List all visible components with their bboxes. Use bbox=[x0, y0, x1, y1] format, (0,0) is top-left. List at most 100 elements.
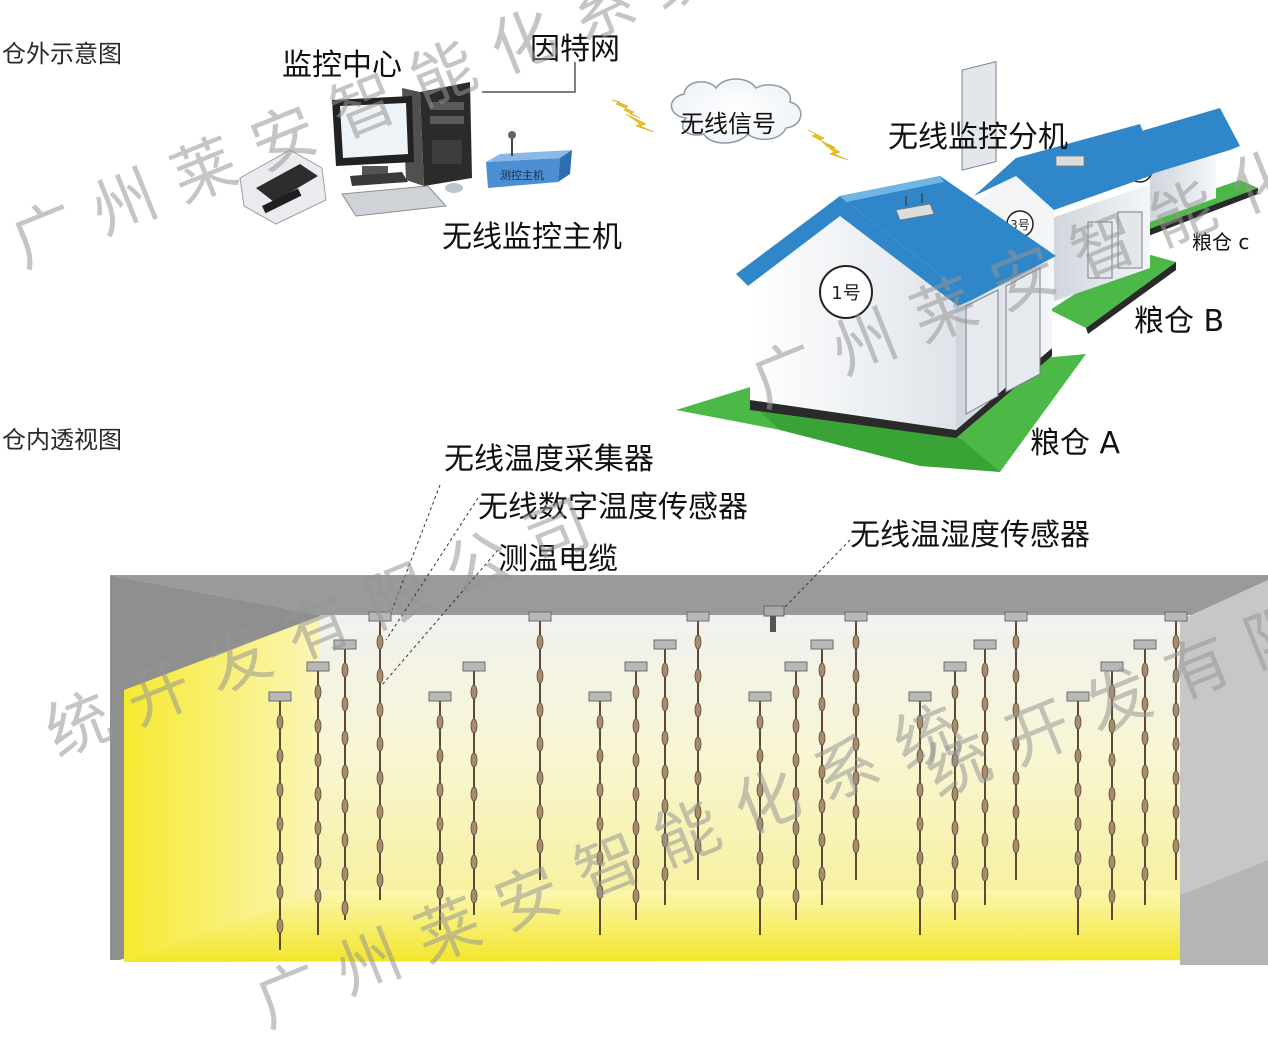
digital-temperature-sensor bbox=[1074, 884, 1082, 900]
digital-temperature-sensor bbox=[818, 662, 826, 678]
granary-a-roof-front bbox=[736, 196, 972, 306]
digital-temperature-sensor bbox=[376, 634, 384, 650]
digital-temperature-sensor bbox=[818, 696, 826, 712]
digital-temperature-sensor bbox=[1141, 764, 1149, 780]
digital-temperature-sensor bbox=[951, 820, 959, 836]
granary-b-label: 粮仓 B bbox=[1134, 304, 1225, 339]
digital-temperature-sensor bbox=[1012, 804, 1020, 820]
temperature-collector bbox=[1066, 691, 1090, 702]
callout-humidity-sensor bbox=[783, 539, 851, 609]
temperature-cables bbox=[268, 605, 1188, 950]
digital-temperature-sensor bbox=[818, 730, 826, 746]
digital-temperature-sensor bbox=[916, 850, 924, 866]
digital-temperature-sensor bbox=[792, 752, 800, 768]
internet-label: 因特网 bbox=[530, 32, 620, 67]
digital-temperature-sensor bbox=[792, 718, 800, 734]
host-box: 测控主机 bbox=[486, 131, 572, 188]
digital-temperature-sensor bbox=[436, 884, 444, 900]
digital-temperature-sensor bbox=[376, 838, 384, 854]
digital-temperature-sensor bbox=[694, 702, 702, 718]
digital-temperature-sensor bbox=[436, 714, 444, 730]
digital-temperature-sensor bbox=[756, 782, 764, 798]
temperature-collector bbox=[306, 661, 330, 672]
digital-temperature-sensor bbox=[1172, 770, 1180, 786]
digital-temperature-sensor bbox=[694, 804, 702, 820]
digital-temperature-sensor bbox=[694, 634, 702, 650]
digital-temperature-sensor bbox=[536, 668, 544, 684]
digital-temperature-sensor bbox=[536, 702, 544, 718]
granary-a: 1号 bbox=[676, 61, 1086, 472]
interior-box bbox=[110, 575, 1268, 965]
digital-temperature-sensor bbox=[756, 748, 764, 764]
temperature-collector bbox=[588, 691, 612, 702]
digital-temperature-sensor bbox=[632, 820, 640, 836]
digital-temperature-sensor bbox=[1074, 714, 1082, 730]
digital-temperature-sensor bbox=[1012, 838, 1020, 854]
temperature-collector bbox=[908, 691, 932, 702]
digital-temperature-sensor bbox=[1108, 684, 1116, 700]
host-box-text: 测控主机 bbox=[500, 168, 544, 182]
humidity-sensor-device bbox=[763, 605, 785, 617]
temperature-collector bbox=[1100, 661, 1124, 672]
temperature-collector bbox=[653, 639, 677, 650]
digital-temperature-sensor bbox=[981, 764, 989, 780]
digital-temperature-sensor bbox=[536, 736, 544, 752]
digital-temperature-sensor bbox=[661, 730, 669, 746]
digital-temperature-sensor bbox=[981, 866, 989, 882]
digital-temperature-sensor bbox=[470, 820, 478, 836]
digital-temperature-sensor bbox=[314, 854, 322, 870]
digital-temperature-sensor bbox=[632, 752, 640, 768]
digital-temperature-sensor bbox=[916, 884, 924, 900]
collector-label: 无线温度采集器 bbox=[444, 442, 654, 477]
pc-tower bbox=[420, 82, 472, 186]
granary-a-label: 粮仓 A bbox=[1030, 426, 1121, 461]
interior-top-edge bbox=[110, 575, 1268, 615]
digital-temperature-sensor bbox=[916, 748, 924, 764]
humidity-sensor-probe bbox=[770, 616, 776, 632]
digital-temperature-sensor bbox=[536, 838, 544, 854]
granary-a-door-left bbox=[965, 289, 999, 415]
granary-a-front-wall bbox=[750, 214, 956, 430]
digital-temperature-sensor bbox=[276, 850, 284, 866]
digital-temperature-sensor bbox=[981, 730, 989, 746]
digital-temperature-sensor bbox=[1074, 782, 1082, 798]
digital-temperature-sensor bbox=[694, 736, 702, 752]
temperature-collector bbox=[1004, 611, 1028, 622]
digital-temperature-sensor bbox=[694, 770, 702, 786]
digital-temperature-sensor bbox=[314, 786, 322, 802]
wireless-substation-label: 无线监控分机 bbox=[888, 120, 1068, 155]
digital-temperature-sensor bbox=[661, 832, 669, 848]
digital-temperature-sensor bbox=[596, 850, 604, 866]
digital-temperature-sensor bbox=[852, 804, 860, 820]
mouse bbox=[445, 183, 463, 193]
digital-temperature-sensor bbox=[376, 668, 384, 684]
digital-temperature-sensor bbox=[341, 832, 349, 848]
digital-temperature-sensor bbox=[661, 764, 669, 780]
wireless-host-label: 无线监控主机 bbox=[442, 220, 622, 255]
digital-temperature-sensor bbox=[1141, 730, 1149, 746]
digital-temperature-sensor bbox=[951, 718, 959, 734]
digital-temperature-sensor bbox=[852, 702, 860, 718]
digital-temperature-sensor bbox=[1012, 770, 1020, 786]
digital-temperature-sensor bbox=[818, 798, 826, 814]
digital-temperature-sensor bbox=[276, 714, 284, 730]
house-1-badge bbox=[819, 265, 873, 319]
lightning-icon-left bbox=[611, 99, 655, 133]
digital-temperature-sensor bbox=[1074, 816, 1082, 832]
digital-temperature-sensor bbox=[632, 854, 640, 870]
digital-temperature-sensor bbox=[852, 770, 860, 786]
house-1-number: 1号 bbox=[831, 283, 860, 304]
callout-collector bbox=[391, 484, 441, 611]
digital-temperature-sensor bbox=[852, 668, 860, 684]
digital-temperature-sensor bbox=[276, 884, 284, 900]
digital-temperature-sensor bbox=[661, 866, 669, 882]
digital-temperature-sensor bbox=[341, 798, 349, 814]
digital-temperature-sensor bbox=[470, 854, 478, 870]
digital-temperature-sensor bbox=[1172, 634, 1180, 650]
digital-temperature-sensor bbox=[1172, 702, 1180, 718]
wireless-signal-label: 无线信号 bbox=[680, 110, 776, 138]
digital-temperature-sensor bbox=[951, 854, 959, 870]
cloud-icon bbox=[670, 78, 802, 144]
digital-temperature-sensor bbox=[436, 816, 444, 832]
